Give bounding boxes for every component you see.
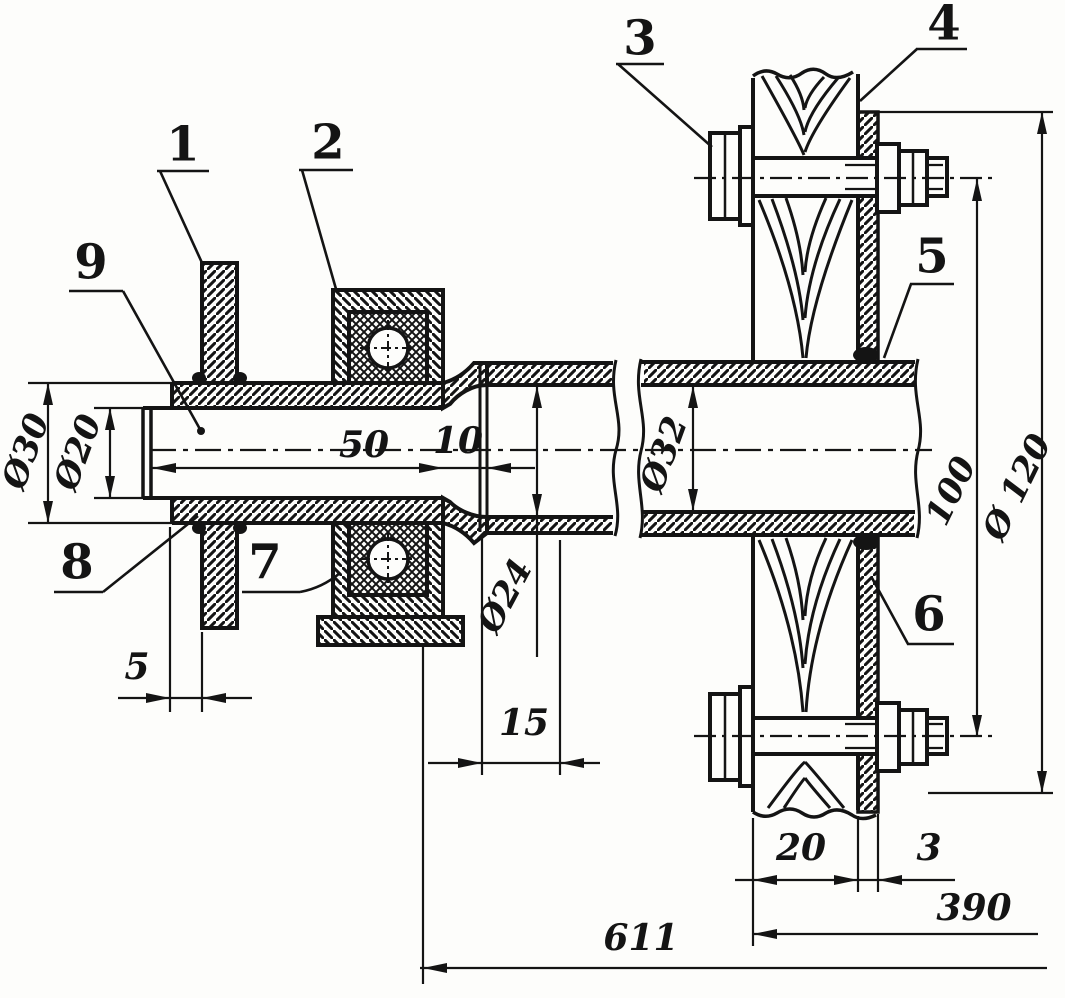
dim-10: 10 — [433, 420, 483, 462]
dim-dia24: Ø24 — [469, 553, 541, 641]
part-label-9: 9 — [74, 235, 107, 291]
part-label-7: 7 — [248, 535, 281, 591]
dim-5: 5 — [124, 646, 149, 688]
bolt-lower — [694, 685, 997, 788]
tube-24 — [487, 359, 621, 537]
part-label-1: 1 — [166, 117, 199, 173]
part-label-6: 6 — [912, 587, 945, 643]
wood-top-break — [751, 67, 854, 80]
axle-rod — [141, 406, 443, 500]
dimension-arrows — [43, 112, 1047, 973]
break-line — [913, 358, 923, 539]
dim-dia120: Ø 120 — [974, 428, 1060, 549]
dim-3: 3 — [916, 827, 941, 869]
wood-grain — [757, 74, 854, 809]
part-label-4: 4 — [927, 0, 960, 52]
dim-611: 611 — [603, 917, 678, 959]
part-label-5: 5 — [915, 229, 948, 285]
break-line — [636, 358, 646, 539]
washer — [738, 125, 755, 227]
pulley-disc — [192, 261, 247, 630]
spacer-sleeve — [170, 381, 445, 525]
dimension-lines — [28, 110, 1053, 984]
part-leaders — [54, 47, 967, 646]
bearing-lower — [316, 521, 465, 647]
bearing-upper — [331, 288, 445, 385]
dim-50: 50 — [339, 424, 389, 466]
bolt-upper — [694, 125, 997, 227]
part-label-8: 8 — [60, 535, 93, 591]
weld-bead — [853, 347, 879, 363]
dim-20: 20 — [775, 827, 826, 869]
part-label-2: 2 — [311, 115, 344, 171]
break-line — [611, 359, 621, 537]
wood-bottom-break — [752, 807, 877, 821]
part-label-3: 3 — [623, 11, 656, 67]
dim-15: 15 — [499, 702, 549, 744]
bearing-flange — [316, 615, 465, 647]
tube-32 — [636, 358, 923, 539]
dim-390: 390 — [936, 887, 1011, 929]
dim-100: 100 — [918, 450, 985, 532]
weld-bead — [853, 534, 879, 550]
